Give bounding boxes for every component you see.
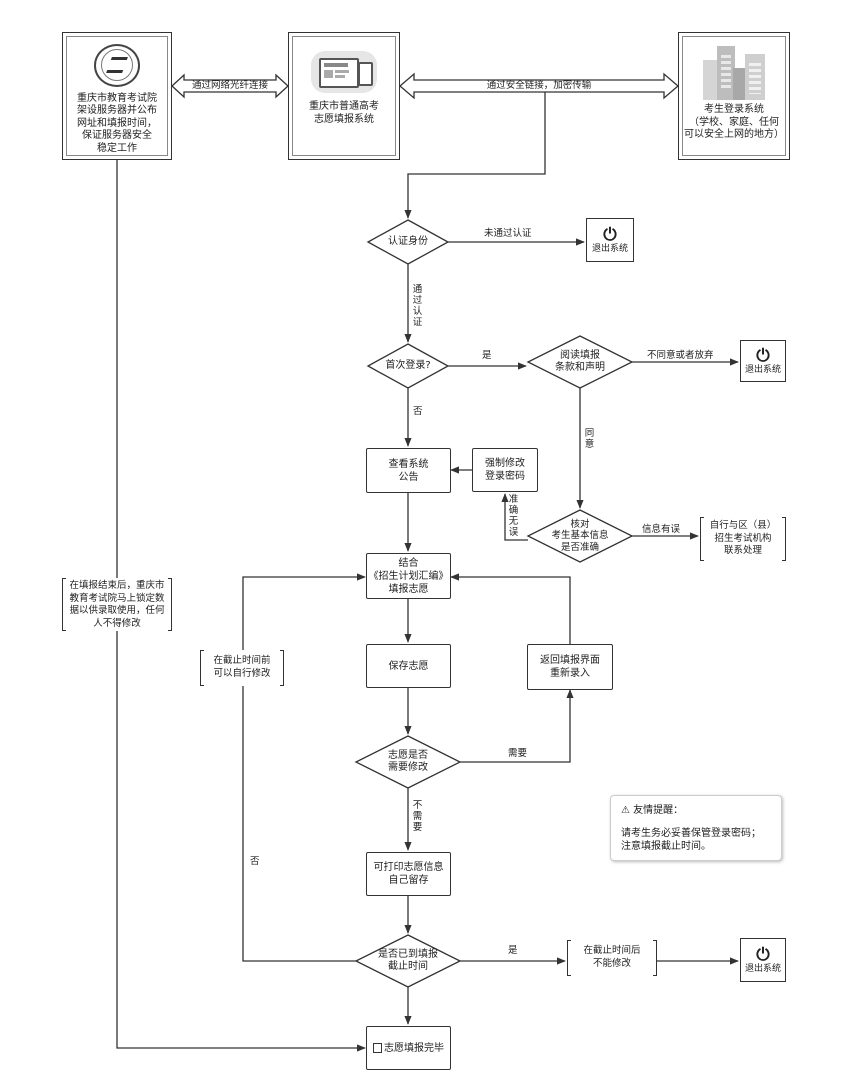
reminder-body: 请考生务必妥善保管登录密码； 注意填报截止时间。 <box>621 828 761 852</box>
decision-deadline: 是否已到填报 截止时间 <box>378 949 438 972</box>
system-edu-inner: 重庆市教育考试院 架设服务器并公布 网址和填报时间， 保证服务器安全 稳定工作 <box>66 36 168 156</box>
decision-read-terms: 阅读填报 条款和声明 <box>555 350 605 373</box>
edge-label-no-deadline: 否 <box>250 856 260 867</box>
edge-modify-to-return <box>460 689 574 763</box>
system-login-inner: 考生登录系统 （学校、家庭、任何 可以安全上网的地方） <box>682 36 786 156</box>
power-icon: ⏻ <box>603 224 617 245</box>
system-login-box: 考生登录系统 （学校、家庭、任何 可以安全上网的地方） <box>678 32 790 160</box>
process-return-reenter: 返回填报界面 重新录入 <box>527 644 613 690</box>
power-icon: ⏻ <box>756 944 770 965</box>
edge-label-accurate: 准确无误 <box>508 494 519 538</box>
decision-need-modify: 志愿是否 需要修改 <box>388 750 428 773</box>
exit-label: 退出系统 <box>744 364 781 375</box>
decision-first-login: 首次登录? <box>385 360 431 371</box>
exit-after-auth-fail: ⏻ 退出系统 <box>586 218 634 262</box>
process-complete: 志愿填报完毕 <box>366 1026 451 1070</box>
reminder-tip: ⚠ 友情提醒： 请考生务必妥善保管登录密码； 注意填报截止时间。 <box>610 795 782 861</box>
edge-label-disagree: 不同意或者放弃 <box>647 350 714 361</box>
decision-verify-info: 核对 考生基本信息 是否准确 <box>551 518 609 553</box>
exit-after-deadline: ⏻ 退出系统 <box>740 938 786 982</box>
note-contact-county: 自行与区（县） 招生考试机构 联系处理 <box>700 517 786 561</box>
system-edu-box: 重庆市教育考试院 架设服务器并公布 网址和填报时间， 保证服务器安全 稳定工作 <box>62 32 172 160</box>
exit-after-disagree: ⏻ 退出系统 <box>740 340 786 382</box>
edge-label-fail: 未通过认证 <box>484 228 532 239</box>
process-view-notice: 查看系统 公告 <box>366 448 451 493</box>
fiber-link-label: 通过网络光纤连接 <box>191 80 268 91</box>
edge-label-no: 否 <box>413 406 423 417</box>
edge-label-yes-deadline: 是 <box>508 945 518 956</box>
note-before-deadline: 在截止时间前 可以自行修改 <box>200 650 284 686</box>
secure-link-label: 通过安全链接，加密传输 <box>486 80 592 91</box>
process-force-password: 强制修改 登录密码 <box>472 448 538 492</box>
edge-label-wrong: 信息有误 <box>642 524 681 535</box>
edge-verify-to-forcepw <box>501 493 528 541</box>
exit-label: 退出系统 <box>744 963 781 974</box>
edge-label-yes: 是 <box>482 350 492 361</box>
edu-logo-icon <box>94 44 140 87</box>
system-filing-text: 重庆市普通高考 志愿填报系统 <box>309 101 379 125</box>
note-data-lock: 在填报结束后，重庆市 教育考试院马上锁定数 据以供录取使用，任何 人不得修改 <box>62 578 172 631</box>
process-fill-volunteer: 结合 《招生计划汇编》 填报志愿 <box>366 553 451 599</box>
edge-label-need: 需要 <box>508 748 528 759</box>
process-complete-label: 志愿填报完毕 <box>384 1042 444 1054</box>
note-after-deadline: 在截止时间后 不能修改 <box>567 940 657 976</box>
decision-verify-shape <box>526 509 634 563</box>
system-login-text: 考生登录系统 （学校、家庭、任何 可以安全上网的地方） <box>684 104 784 140</box>
edge-edu-to-done <box>116 160 366 1052</box>
warning-icon: ⚠ <box>621 805 630 816</box>
doc-icon <box>373 1043 382 1053</box>
system-filing-box: 重庆市普通高考 志愿填报系统 <box>288 32 400 160</box>
web-screen-icon <box>311 51 377 93</box>
reminder-title: 友情提醒： <box>633 805 684 816</box>
power-icon: ⏻ <box>756 345 770 366</box>
edge-deadline-to-combine <box>242 573 366 962</box>
process-print: 可打印志愿信息 自己留存 <box>366 852 451 896</box>
edge-secure-to-auth <box>404 92 546 219</box>
edge-label-noneed: 不需要 <box>412 800 423 833</box>
decision-auth: 认证身份 <box>388 236 428 247</box>
edge-label-agree: 同意 <box>584 428 595 450</box>
buildings-icon <box>699 42 769 100</box>
exit-label: 退出系统 <box>591 243 628 254</box>
edge-label-pass: 通过认证 <box>412 284 423 328</box>
system-filing-inner: 重庆市普通高考 志愿填报系统 <box>292 36 396 156</box>
system-edu-text: 重庆市教育考试院 架设服务器并公布 网址和填报时间， 保证服务器安全 稳定工作 <box>77 92 157 154</box>
edge-return-to-combine <box>450 573 571 644</box>
process-save: 保存志愿 <box>366 644 451 688</box>
